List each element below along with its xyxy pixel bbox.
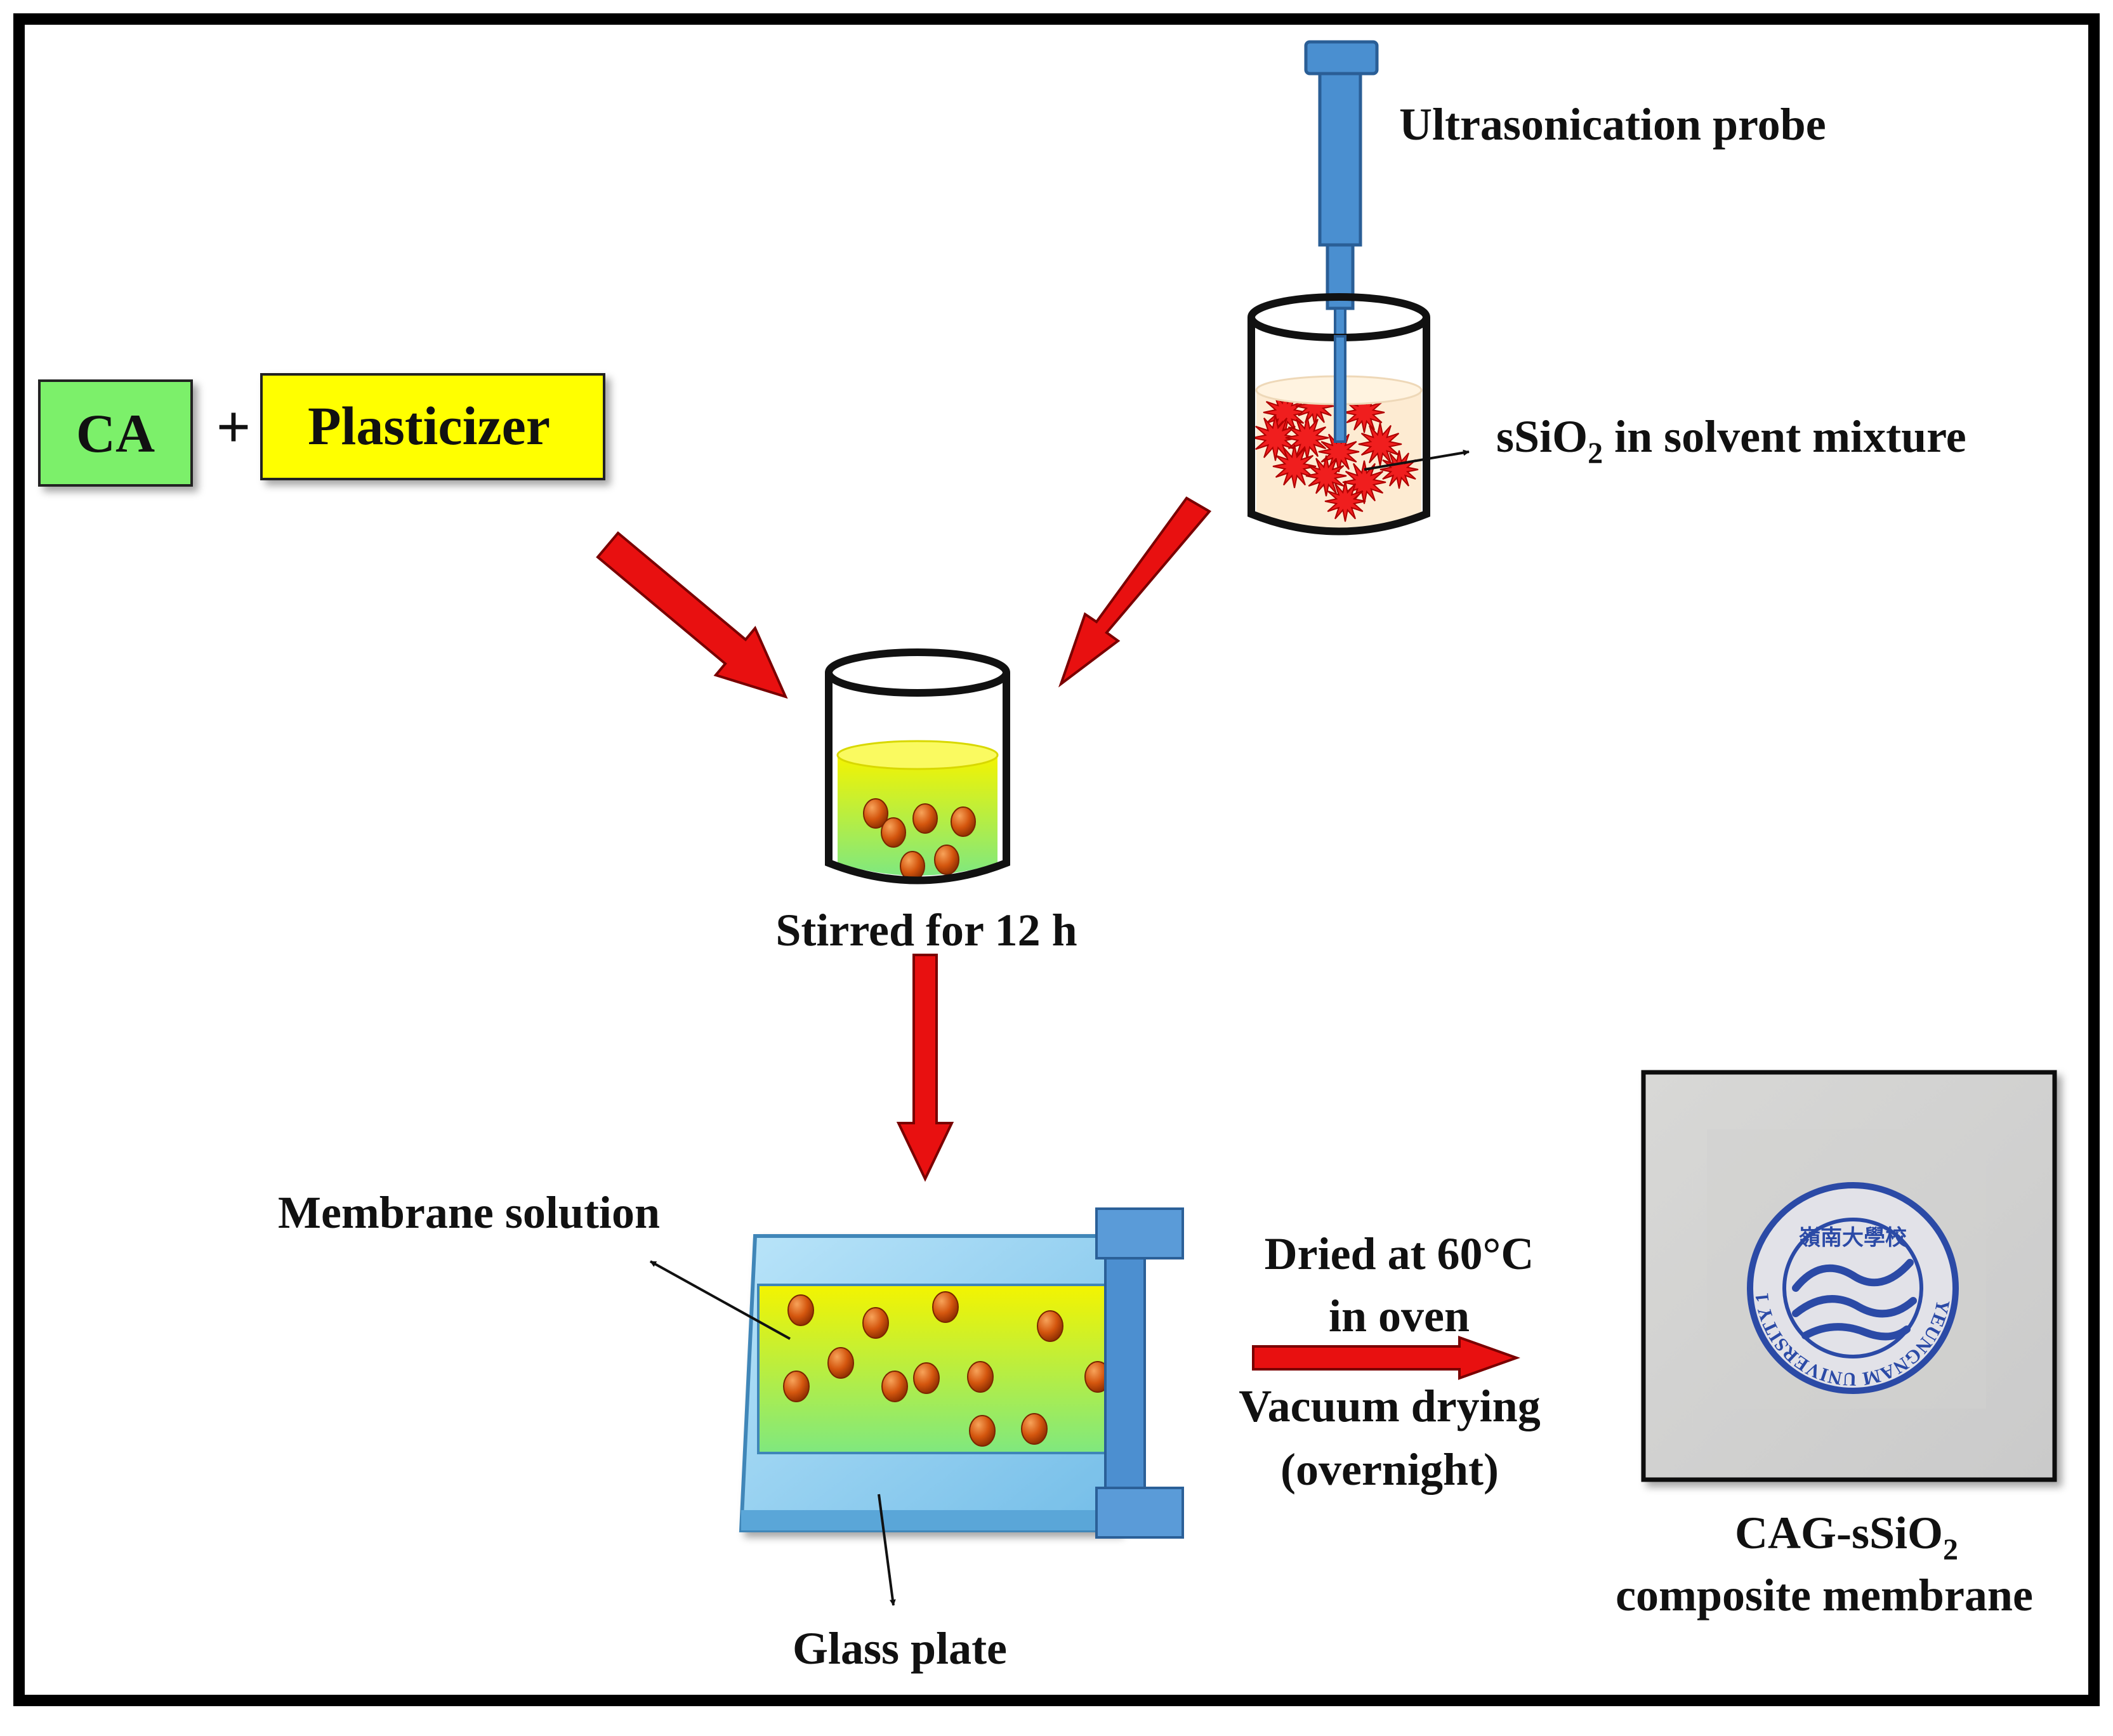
arrow-beaker-to-plate xyxy=(896,954,954,1182)
beaker-particles xyxy=(863,798,976,881)
glass-plate-pointer xyxy=(878,1494,896,1606)
plate-particles xyxy=(783,1291,1111,1447)
particle xyxy=(862,1307,889,1339)
ssio2-label: sSiO2 in solvent mixture xyxy=(1496,411,1966,470)
particle xyxy=(881,1371,908,1402)
ssio2-particle xyxy=(1324,480,1366,522)
glass-plate-label: Glass plate xyxy=(793,1623,1007,1674)
particle xyxy=(969,1415,996,1447)
particle xyxy=(1021,1413,1048,1445)
particle xyxy=(967,1361,994,1393)
vacuum-label-line2: (overnight) xyxy=(1280,1444,1499,1495)
product-label-line1: CAG-sSiO2 xyxy=(1735,1508,1958,1567)
particle xyxy=(827,1347,854,1379)
ssio2-particle xyxy=(1342,460,1386,504)
stirred-label: Stirred for 12 h xyxy=(775,905,1077,956)
ssio2-particle xyxy=(1285,416,1329,460)
arrow-plate-to-membrane xyxy=(1252,1336,1520,1380)
ssio2-beaker xyxy=(1247,293,1430,536)
glass-plate xyxy=(739,1207,1184,1539)
clamp xyxy=(1095,1207,1184,1539)
ssio2-particle xyxy=(1379,450,1419,489)
particle xyxy=(1037,1310,1063,1342)
particle xyxy=(783,1371,810,1402)
vacuum-label-line1: Vacuum drying xyxy=(1239,1381,1540,1431)
svg-text:嶺南大學校: 嶺南大學校 xyxy=(1799,1226,1907,1250)
particle xyxy=(934,845,959,875)
dried-label-line1: Dried at 60°C xyxy=(1265,1228,1534,1279)
plasticizer-label: Plasticizer xyxy=(308,395,550,456)
plasticizer-box: Plasticizer xyxy=(260,373,605,480)
product-label-line2: composite membrane xyxy=(1616,1570,2033,1621)
ssio2-particle xyxy=(1272,444,1317,489)
ca-label: CA xyxy=(76,403,155,464)
ca-box: CA xyxy=(38,379,193,487)
ssio2-particles xyxy=(1252,386,1419,522)
particle xyxy=(951,806,976,837)
particle xyxy=(787,1294,814,1326)
membrane-solution-pointer xyxy=(650,1260,791,1340)
ssio2-particle xyxy=(1318,431,1360,473)
plus-sign: + xyxy=(216,393,251,461)
particle xyxy=(932,1291,959,1323)
membrane-solution-label: Membrane solution xyxy=(278,1187,660,1238)
arrow-ssio2-to-beaker xyxy=(1058,496,1212,688)
ssio2-pointer xyxy=(1364,449,1470,471)
mixing-beaker xyxy=(825,648,1010,884)
arrow-ca-to-beaker xyxy=(596,531,788,699)
dried-label-line2: in oven xyxy=(1329,1291,1470,1341)
particle xyxy=(881,817,906,848)
ultrasonication-probe-label: Ultrasonication probe xyxy=(1399,99,1826,150)
particle xyxy=(912,803,938,834)
particle xyxy=(913,1362,940,1394)
particle xyxy=(863,798,888,829)
